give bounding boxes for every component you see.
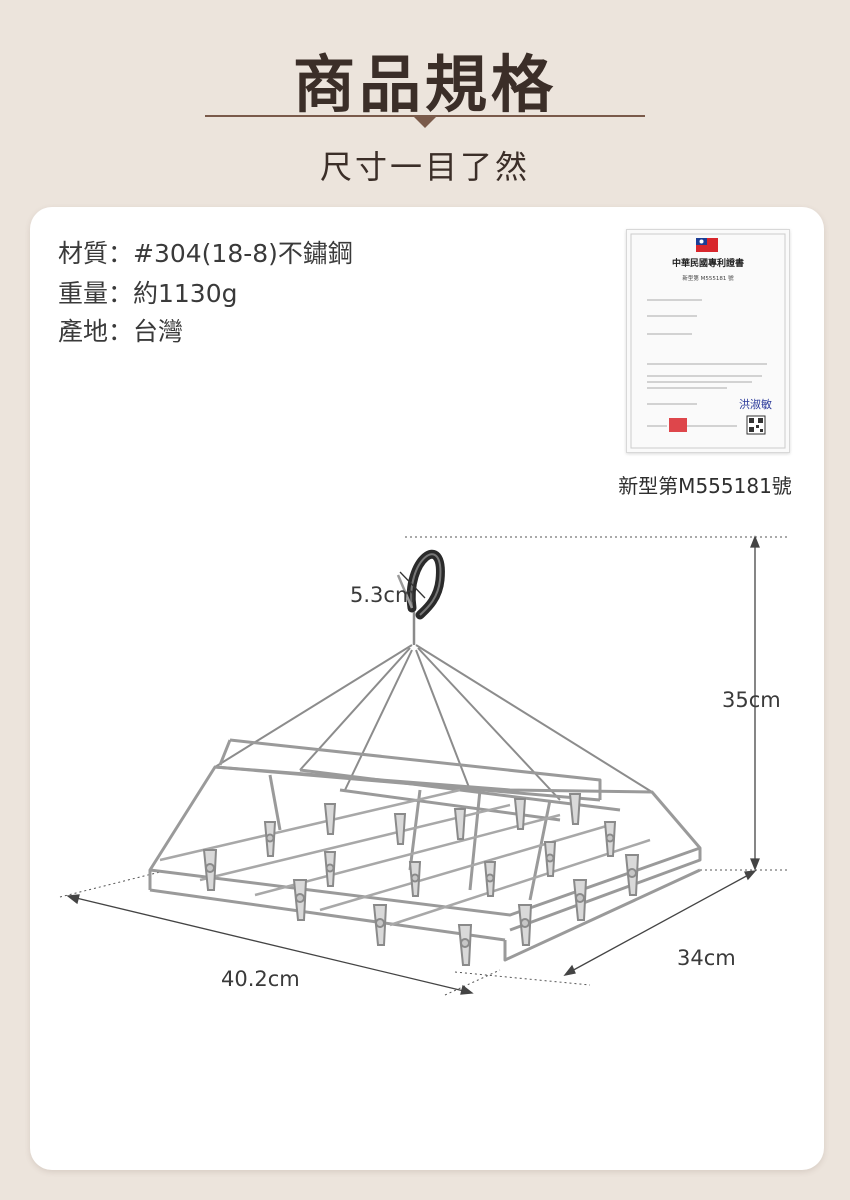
patent-certificate: 中華民國專利證書 新型第 M555181 號 洪淑敏 (626, 229, 790, 453)
hanging-wires (214, 644, 653, 801)
spec-weight: 重量：約1130g (58, 279, 238, 308)
certificate-heading: 中華民國專利證書 (672, 257, 744, 269)
depth-dimension-label: 34cm (677, 946, 736, 970)
page-title: 商品規格 (292, 48, 557, 121)
certificate-caption: 新型第M555181號 (618, 474, 792, 498)
seal-stamp (669, 418, 687, 432)
height-dimension-label: 35cm (722, 688, 781, 712)
title-divider (205, 115, 645, 128)
width-dimension-line (66, 894, 474, 995)
spec-origin: 產地：台灣 (58, 317, 184, 346)
hook-icon (396, 549, 445, 645)
certificate-number: 新型第 M555181 號 (682, 274, 734, 282)
guide-lines (59, 536, 790, 996)
rack-frame (148, 738, 702, 962)
certificate-signature: 洪淑敏 (739, 397, 772, 411)
width-dimension-label: 40.2cm (221, 967, 300, 991)
hook-dimension-label: 5.3cm (350, 583, 416, 607)
certificate-image: 中華民國專利證書 新型第 M555181 號 洪淑敏 (630, 233, 786, 449)
height-dimension-line (750, 535, 760, 871)
depth-dimension-line (563, 870, 757, 976)
page-subtitle: 尺寸一目了然 (319, 148, 530, 186)
spec-material: 材質：#304(18-8)不鏽鋼 (58, 239, 353, 268)
clothespins (202, 793, 640, 966)
